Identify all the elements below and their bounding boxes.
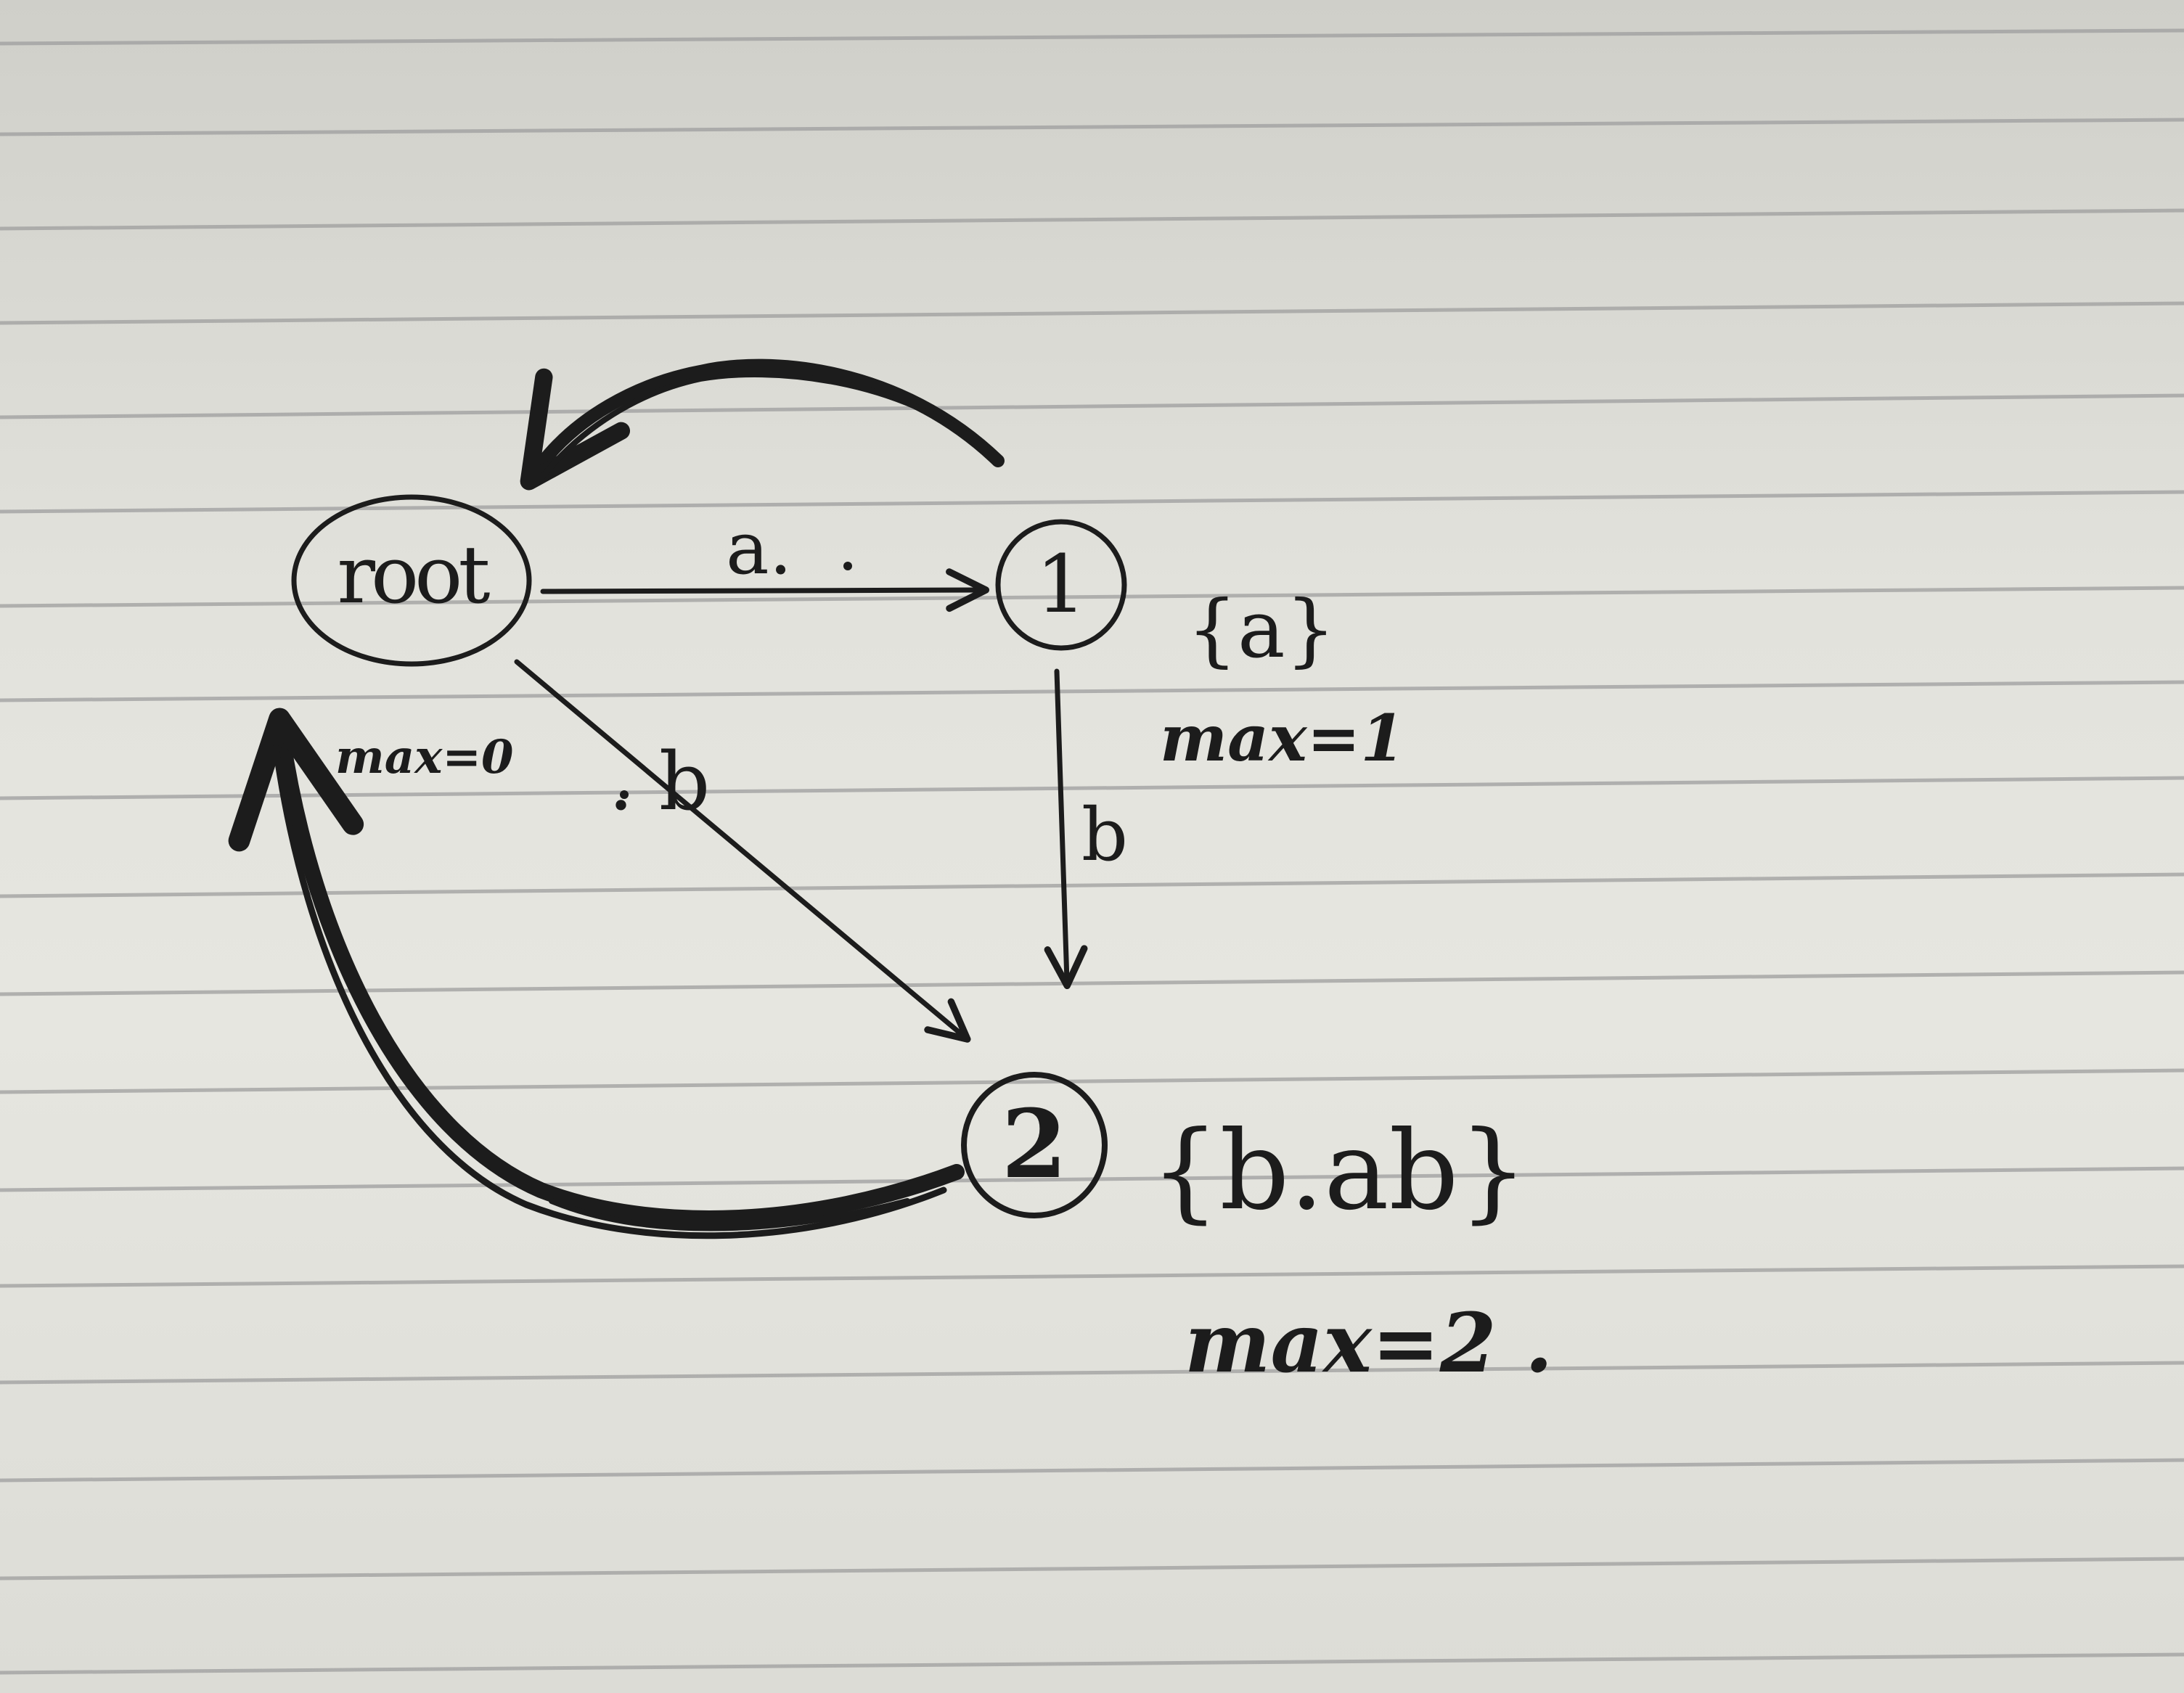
edge-root-to-2-label: . b xyxy=(608,735,710,828)
edge-root-to-1-line xyxy=(540,568,990,612)
node-2-max: max=2 . xyxy=(1185,1296,1553,1391)
node-2-set: {b.ab} xyxy=(1150,1108,1528,1234)
ink-dot xyxy=(620,790,629,799)
edge-root-to-2: . b xyxy=(514,659,971,1043)
ruled-line xyxy=(0,1557,2184,1581)
ruled-line xyxy=(0,586,2184,608)
ruled-line xyxy=(0,1068,2184,1094)
node-1-set: {a} xyxy=(1187,583,1336,676)
edge-1-to-root-curve xyxy=(520,358,1005,491)
edge-2-to-root-curve xyxy=(228,708,965,1226)
node-2-circle xyxy=(961,1072,1108,1218)
node-1-max: max=1 xyxy=(1160,700,1405,776)
ruled-line xyxy=(0,680,2184,702)
ruled-line xyxy=(0,28,2184,46)
edge-1-to-root xyxy=(520,358,1005,491)
edge-1-to-2: b xyxy=(1044,668,1128,990)
node-root-circle xyxy=(291,494,532,667)
node-2-label: 2 xyxy=(1002,1089,1067,1200)
ink-marks xyxy=(620,562,852,799)
node-1-label: 1 xyxy=(1036,538,1087,631)
ruled-line xyxy=(0,1166,2184,1192)
edge-2-to-root-curve-stroke xyxy=(549,1198,910,1231)
edge-2-to-root-curve-stroke xyxy=(272,744,947,1239)
ruled-line xyxy=(0,208,2184,231)
node-root: root max=0 xyxy=(291,494,532,784)
node-2: 2 {b.ab} max=2 . xyxy=(961,1072,1553,1391)
ruled-line xyxy=(0,1458,2184,1483)
edge-2-to-root xyxy=(228,708,965,1239)
edge-1-to-2-label: b xyxy=(1081,792,1128,877)
edge-1-to-root-curve-stroke xyxy=(538,372,990,482)
node-1-circle xyxy=(995,519,1127,651)
node-root-max: max=0 xyxy=(335,730,514,784)
ink-dot xyxy=(843,562,852,570)
ruled-line xyxy=(0,776,2184,800)
ruled-line xyxy=(0,872,2184,898)
ruled-line xyxy=(0,970,2184,996)
ruled-line xyxy=(0,1361,2184,1385)
node-root-label: root xyxy=(337,528,490,621)
edge-root-to-1: a. xyxy=(540,506,990,612)
ruled-line xyxy=(0,301,2184,325)
ruled-line xyxy=(0,393,2184,419)
edge-root-to-2-line xyxy=(514,659,971,1043)
ruled-line xyxy=(0,1652,2184,1675)
edge-root-to-1-label: a. xyxy=(726,506,792,591)
ruled-line xyxy=(0,1264,2184,1288)
ruled-line xyxy=(0,118,2184,136)
edge-1-to-2-line xyxy=(1044,668,1088,990)
node-1: 1 {a} max=1 xyxy=(995,519,1405,776)
ruled-line xyxy=(0,490,2184,514)
